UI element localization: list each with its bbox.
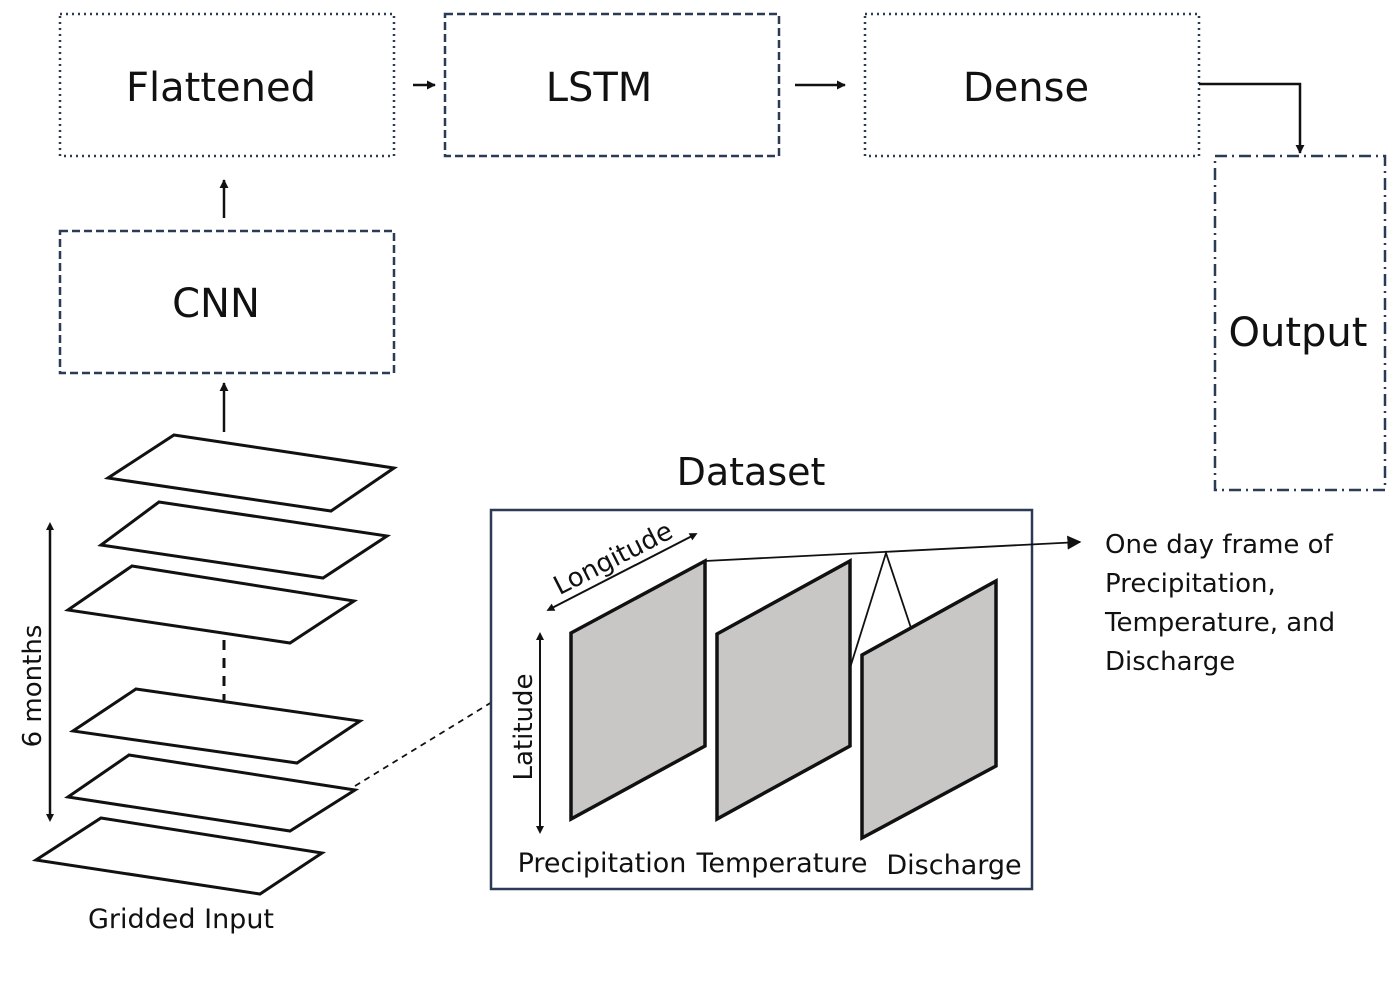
latitude-label: Latitude bbox=[509, 673, 539, 780]
gridded-input-stack bbox=[31, 433, 399, 896]
cnn-block: CNN bbox=[58, 229, 396, 375]
frame-callout-lines bbox=[849, 550, 912, 669]
cnn-label: CNN bbox=[172, 281, 260, 327]
gridded-input-label: Gridded Input bbox=[88, 904, 274, 935]
six-months-label: 6 months bbox=[18, 625, 48, 748]
input-frame-5 bbox=[64, 753, 360, 833]
annotation-line-3: Temperature, and bbox=[1104, 608, 1335, 638]
dataset-frames bbox=[569, 558, 998, 841]
input-frame-1 bbox=[103, 433, 399, 513]
lstm-block: LSTM bbox=[443, 12, 781, 158]
output-label: Output bbox=[1229, 310, 1368, 356]
annotation-line-4: Discharge bbox=[1105, 647, 1235, 677]
discharge-frame bbox=[860, 578, 998, 841]
frame-to-dataset-connector bbox=[354, 701, 493, 787]
input-frame-2 bbox=[97, 500, 392, 580]
annotation-line-2: Precipitation, bbox=[1105, 569, 1276, 599]
longitude-arrow bbox=[546, 533, 698, 611]
dense-to-output-arrow bbox=[1199, 82, 1305, 154]
flattened-label: Flattened bbox=[126, 65, 316, 111]
annotation-text: One day frame of Precipitation, Temperat… bbox=[1104, 530, 1335, 677]
dense-label: Dense bbox=[963, 65, 1089, 111]
flattened-block: Flattened bbox=[58, 12, 396, 158]
input-frame-6 bbox=[31, 816, 327, 896]
temperature-frame bbox=[715, 558, 852, 822]
output-block: Output bbox=[1213, 154, 1387, 492]
dataset-panel bbox=[489, 508, 1034, 891]
variable-label-precipitation: Precipitation bbox=[518, 848, 687, 879]
input-frame-4 bbox=[68, 687, 365, 765]
dense-block: Dense bbox=[863, 12, 1201, 158]
precipitation-frame bbox=[569, 558, 707, 822]
dataset-title: Dataset bbox=[677, 450, 826, 494]
annotation-line-1: One day frame of bbox=[1105, 530, 1334, 560]
annotation-arrow bbox=[704, 535, 1082, 562]
variable-label-discharge: Discharge bbox=[886, 850, 1021, 881]
variable-label-temperature: Temperature bbox=[695, 848, 867, 879]
lstm-label: LSTM bbox=[546, 65, 653, 111]
input-frame-3 bbox=[64, 564, 359, 645]
